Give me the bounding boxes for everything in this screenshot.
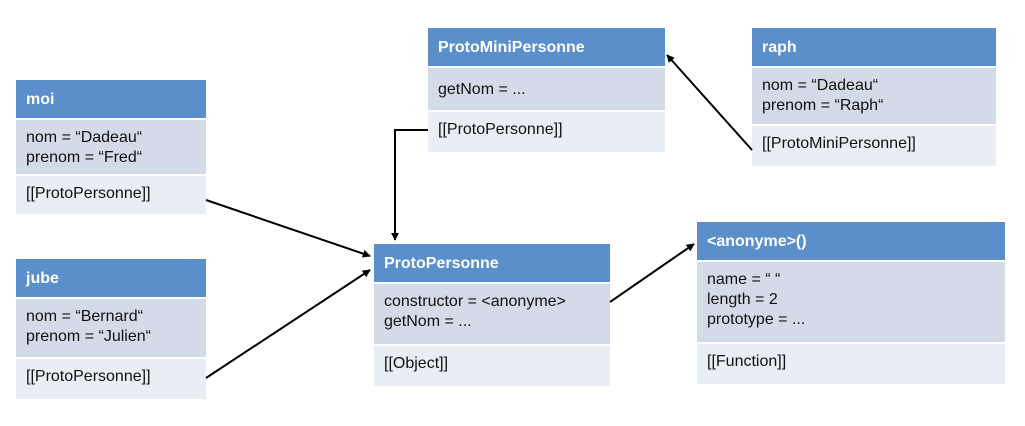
protopersonne-box: ProtoPersonne constructor = <anonyme> ge…: [374, 244, 610, 386]
arrow-protominipersonne-to-protopersonne: [391, 129, 428, 241]
protopersonne-title: ProtoPersonne: [374, 244, 610, 284]
moi-prototype-link: [[ProtoPersonne]]: [16, 176, 206, 214]
jube-prop-nom: nom = “Bernard“: [26, 308, 143, 325]
jube-prototype-link: [[ProtoPersonne]]: [16, 359, 206, 399]
protopersonne-prop-getnom: getNom = ...: [384, 313, 472, 330]
anonyme-prop-name: name = “ “: [707, 271, 781, 288]
anonyme-title: <anonyme>(): [697, 222, 1005, 262]
raph-prototype-link: [[ProtoMiniPersonne]]: [752, 126, 996, 166]
jube-title: jube: [16, 259, 206, 299]
protopersonne-prototype-link: [[Object]]: [374, 346, 610, 386]
raph-object-box: raph nom = “Dadeau“ prenom = “Raph“ [[Pr…: [752, 28, 996, 166]
protopersonne-prop-constructor: constructor = <anonyme>: [384, 293, 566, 310]
anonyme-prop-prototype: prototype = ...: [707, 311, 806, 328]
jube-properties: nom = “Bernard“ prenom = “Julien“: [16, 299, 206, 359]
anonyme-properties: name = “ “ length = 2 prototype = ...: [697, 262, 1005, 344]
anonyme-function-box: <anonyme>() name = “ “ length = 2 protot…: [697, 222, 1005, 384]
protominipersonne-prop-getnom: getNom = ...: [438, 81, 526, 98]
anonyme-prop-length: length = 2: [707, 291, 778, 308]
moi-title: moi: [16, 80, 206, 120]
protominipersonne-title: ProtoMiniPersonne: [428, 28, 665, 68]
arrow-moi-to-protopersonne: [205, 199, 371, 258]
jube-object-box: jube nom = “Bernard“ prenom = “Julien“ […: [16, 259, 206, 399]
protominipersonne-properties: getNom = ...: [428, 68, 665, 112]
raph-prop-prenom: prenom = “Raph“: [762, 97, 884, 114]
arrow-raph-to-protominipersonne: [666, 54, 753, 151]
moi-prop-prenom: prenom = “Fred“: [26, 149, 143, 166]
moi-properties: nom = “Dadeau“ prenom = “Fred“: [16, 120, 206, 176]
raph-prop-nom: nom = “Dadeau“: [762, 77, 879, 94]
arrow-jube-to-protopersonne: [205, 269, 371, 379]
arrow-protopersonne-to-anonyme: [609, 243, 695, 303]
moi-prop-nom: nom = “Dadeau“: [26, 129, 143, 146]
raph-title: raph: [752, 28, 996, 68]
protopersonne-properties: constructor = <anonyme> getNom = ...: [374, 284, 610, 346]
moi-object-box: moi nom = “Dadeau“ prenom = “Fred“ [[Pro…: [16, 80, 206, 214]
protominipersonne-prototype-link: [[ProtoPersonne]]: [428, 112, 665, 152]
anonyme-prototype-link: [[Function]]: [697, 344, 1005, 384]
jube-prop-prenom: prenom = “Julien“: [26, 328, 151, 345]
raph-properties: nom = “Dadeau“ prenom = “Raph“: [752, 68, 996, 126]
protominipersonne-box: ProtoMiniPersonne getNom = ... [[ProtoPe…: [428, 28, 665, 152]
